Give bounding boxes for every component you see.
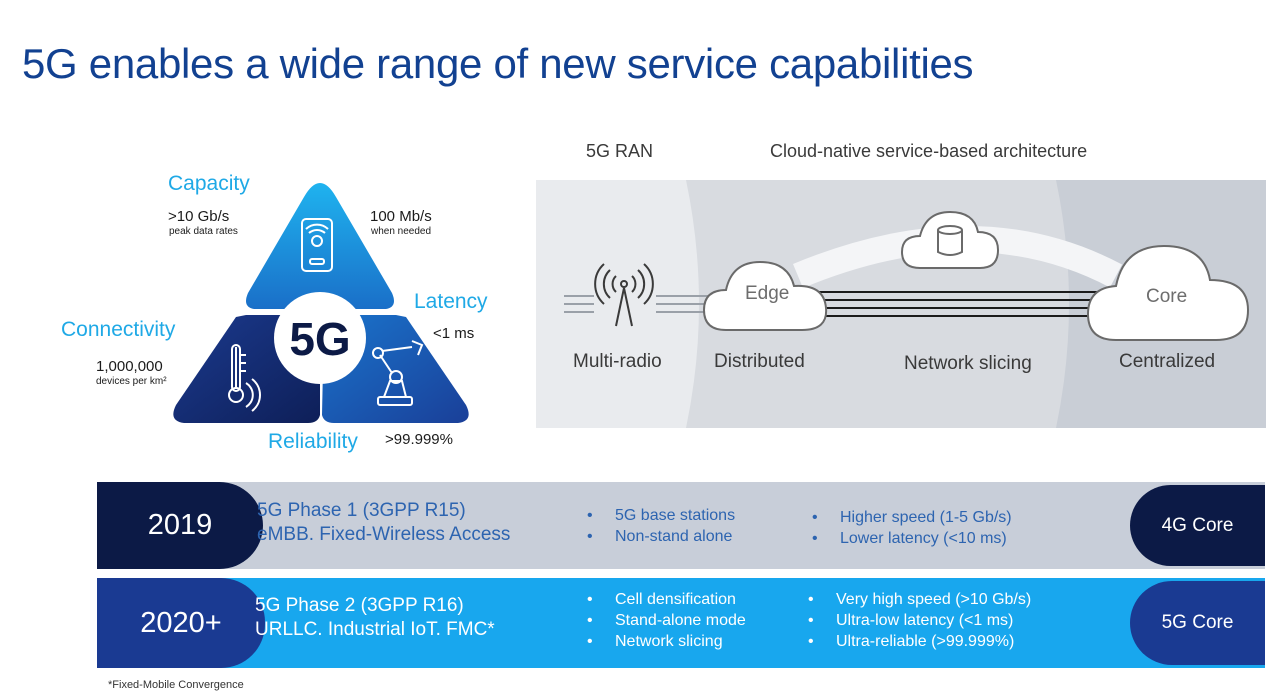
ran-heading: 5G RAN	[586, 141, 654, 161]
core-cloud-icon	[1086, 244, 1250, 341]
feature-list: 5G base stations Non-stand alone	[587, 505, 735, 547]
list-item: Ultra-reliable (>99.999%)	[808, 631, 1031, 652]
reliability-label: Reliability	[268, 430, 358, 453]
5g-triangle-diagram: 5G	[173, 183, 469, 423]
phase-description: 5G Phase 2 (3GPP R16) URLLC. Industrial …	[255, 594, 495, 642]
antenna-icon	[594, 263, 654, 327]
phone-icon	[301, 218, 333, 272]
latency-label: Latency	[414, 290, 488, 313]
benefit-list: Very high speed (>10 Gb/s) Ultra-low lat…	[808, 589, 1031, 652]
list-item: Higher speed (1-5 Gb/s)	[812, 507, 1012, 528]
list-item: Stand-alone mode	[587, 610, 746, 631]
list-item: 5G base stations	[587, 505, 735, 526]
year-badge: 2019	[97, 482, 263, 569]
architecture-diagram	[536, 180, 1266, 428]
capacity-label: Capacity	[168, 172, 250, 195]
connectivity-sub: devices per km²	[96, 376, 167, 387]
edge-cloud-icon	[702, 260, 828, 331]
reliability-value: >99.999%	[385, 431, 453, 448]
phase-subtitle: URLLC. Industrial IoT. FMC*	[255, 619, 495, 640]
phase-description: 5G Phase 1 (3GPP R15) eMBB. Fixed-Wirele…	[257, 499, 510, 547]
distributed-label: Distributed	[714, 351, 805, 372]
phase-title: 5G Phase 1 (3GPP R15)	[257, 500, 466, 521]
centralized-label: Centralized	[1119, 351, 1216, 372]
page-title: 5G enables a wide range of new service c…	[22, 40, 974, 87]
multi-radio-label: Multi-radio	[573, 351, 662, 372]
core-label: Core	[1146, 286, 1188, 307]
benefit-list: Higher speed (1-5 Gb/s) Lower latency (<…	[812, 507, 1012, 549]
edge-label: Edge	[745, 283, 790, 304]
list-item: Non-stand alone	[587, 526, 735, 547]
list-item: Lower latency (<10 ms)	[812, 528, 1012, 549]
network-slicing-label: Network slicing	[904, 353, 1032, 374]
sensor-icon	[228, 344, 261, 412]
list-item: Cell densification	[587, 589, 746, 610]
phase-title: 5G Phase 2 (3GPP R16)	[255, 595, 464, 616]
phase-row-2020: 2020+ 5G Phase 2 (3GPP R16) URLLC. Indus…	[97, 578, 1265, 668]
capacity-sub-2: when needed	[371, 226, 432, 237]
capacity-sub: peak data rates	[169, 226, 238, 237]
cloud-heading: Cloud-native service-based architecture	[770, 141, 1088, 161]
latency-value: <1 ms	[433, 325, 475, 342]
phase-row-2019: 2019 5G Phase 1 (3GPP R15) eMBB. Fixed-W…	[97, 482, 1265, 569]
core-badge: 4G Core	[1130, 485, 1265, 566]
database-cloud-icon	[900, 210, 1000, 269]
connectivity-value: 1,000,000	[96, 358, 163, 375]
list-item: Network slicing	[587, 631, 746, 652]
year-badge: 2020+	[97, 578, 265, 668]
list-item: Very high speed (>10 Gb/s)	[808, 589, 1031, 610]
capacity-value: >10 Gb/s	[168, 208, 230, 225]
list-item: Ultra-low latency (<1 ms)	[808, 610, 1031, 631]
connectivity-label: Connectivity	[61, 318, 176, 341]
footnote: *Fixed-Mobile Convergence	[108, 679, 244, 691]
phase-subtitle: eMBB. Fixed-Wireless Access	[257, 524, 511, 545]
5g-center-label: 5G	[289, 313, 350, 365]
capacity-value-2: 100 Mb/s	[370, 208, 432, 225]
robot-arm-icon	[372, 340, 424, 406]
core-badge: 5G Core	[1130, 581, 1265, 665]
feature-list: Cell densification Stand-alone mode Netw…	[587, 589, 746, 652]
